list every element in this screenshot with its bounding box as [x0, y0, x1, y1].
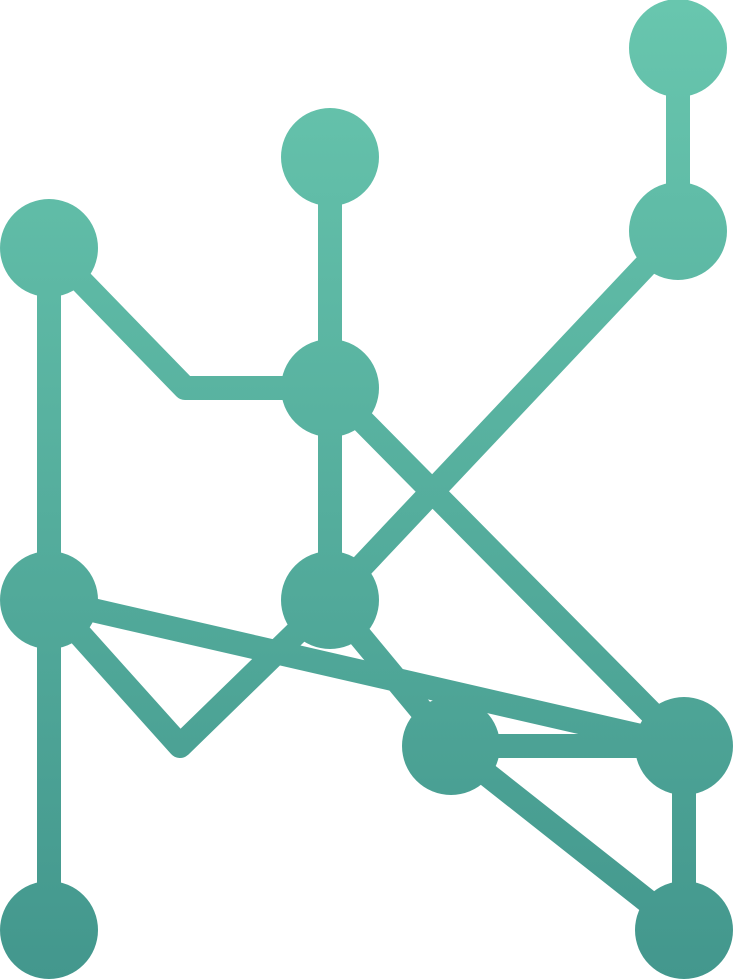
node-n3	[0, 199, 98, 297]
edge-n6-n9	[37, 588, 696, 758]
edge-n8-n10	[439, 734, 696, 942]
node-n2	[281, 108, 379, 206]
node-n5	[281, 339, 379, 437]
node-n1	[629, 0, 727, 97]
node-n8	[402, 697, 500, 795]
node-n4	[629, 182, 727, 280]
edge-n4-n7	[318, 219, 690, 612]
node-n6	[0, 551, 98, 649]
node-n11	[0, 881, 98, 979]
node-n10	[635, 881, 733, 979]
node-n7	[281, 551, 379, 649]
edge-n5-n9	[318, 376, 696, 758]
node-n9	[635, 697, 733, 795]
